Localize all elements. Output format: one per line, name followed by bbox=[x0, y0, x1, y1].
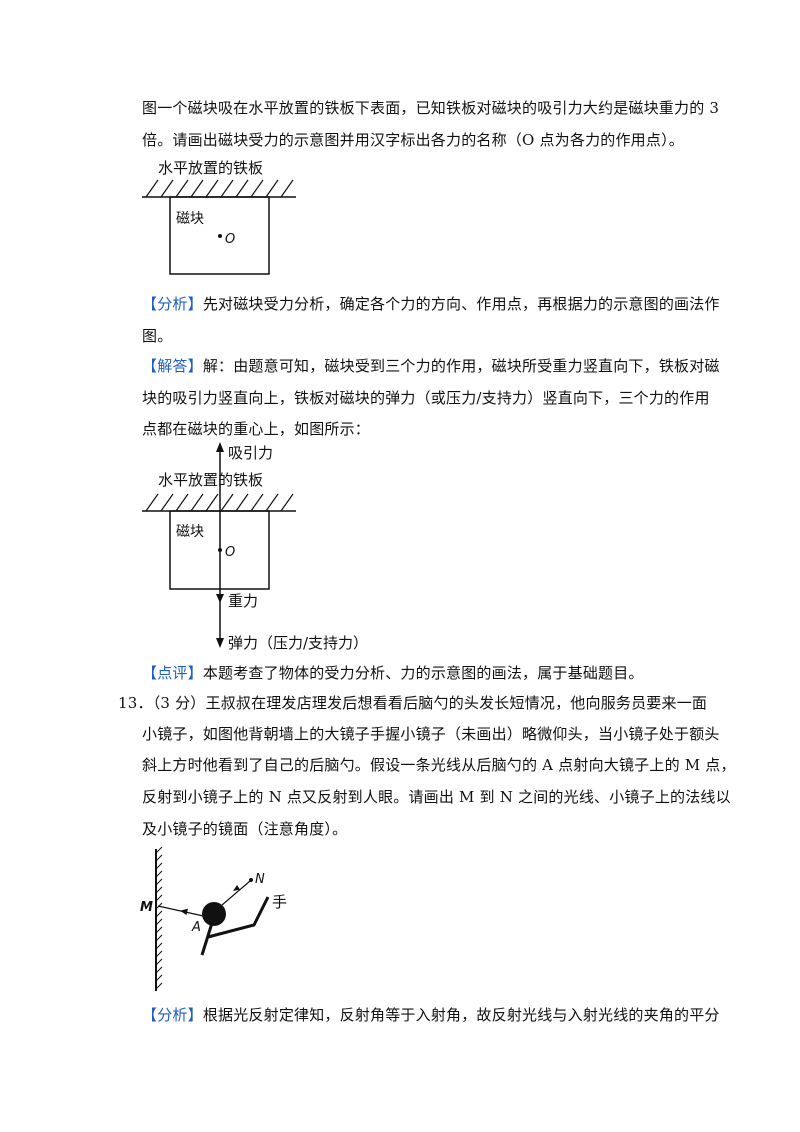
analysis-1-line-2: 图。 bbox=[142, 327, 173, 345]
analysis-2-text: 根据光反射定律知，反射角等于入射角，故反射光线与入射光线的夹角的平分 bbox=[202, 1006, 720, 1024]
ray-head-to-n bbox=[221, 880, 251, 906]
n-label: N bbox=[255, 872, 265, 887]
comment-tag: 【点评】 bbox=[142, 664, 203, 682]
block-label: 磁块 bbox=[176, 211, 204, 227]
body-arm bbox=[200, 896, 270, 956]
intro-line-1: 图一个磁块吸在水平放置的铁板下表面，已知铁板对磁块的吸引力大约是磁块重力的 3 bbox=[142, 99, 720, 117]
point-n bbox=[249, 878, 253, 882]
comment-line: 【点评】本题考查了物体的受力分析、力的示意图的画法，属于基础题目。 bbox=[142, 662, 644, 684]
plate-hatching bbox=[145, 179, 294, 198]
head bbox=[202, 902, 226, 926]
elastic-force-label: 弹力（压力/支持力） bbox=[228, 634, 368, 650]
magnet-block bbox=[169, 196, 270, 275]
analysis-1-text: 先对磁块受力分析，确定各个力的方向、作用点，再根据力的示意图的画法作 bbox=[202, 295, 720, 313]
answer-line-2: 块的吸引力竖直向上，铁板对磁块的弹力（或压力/支持力）竖直向下，三个力的作用 bbox=[142, 389, 710, 407]
answer-text: 解：由题意可知，磁块受到三个力的作用，磁块所受重力竖直向下，铁板对磁 bbox=[202, 357, 720, 375]
answer-line-3: 点都在磁块的重心上，如图所示： bbox=[142, 420, 371, 438]
intro-line-2: 倍。请画出磁块受力的示意图并用汉字标出各力的名称（O 点为各力的作用点）。 bbox=[142, 131, 684, 149]
comment-text: 本题考查了物体的受力分析、力的示意图的画法，属于基础题目。 bbox=[202, 664, 644, 682]
attract-arrowhead bbox=[216, 442, 224, 452]
analysis-1-line-1: 【分析】先对磁块受力分析，确定各个力的方向、作用点，再根据力的示意图的画法作 bbox=[142, 293, 720, 315]
gravity-label: 重力 bbox=[228, 592, 258, 610]
question-number: 13． bbox=[118, 694, 153, 712]
plate-label: 水平放置的铁板 bbox=[158, 159, 263, 177]
answer-line-1: 【解答】解：由题意可知，磁块受到三个力的作用，磁块所受重力竖直向下，铁板对磁 bbox=[142, 355, 720, 377]
attract-force-label: 吸引力 bbox=[228, 444, 273, 462]
question-13-line-3: 斜上方时他看到了自己的后脑勺。假设一条光线从后脑勺的 A 点射向大镜子上的 M … bbox=[142, 756, 736, 774]
ray-arrowhead-am bbox=[180, 908, 188, 915]
analysis-2-line: 【分析】根据光反射定律知，反射角等于入射角，故反射光线与入射光线的夹角的平分 bbox=[142, 1004, 720, 1026]
hand-label: 手 bbox=[272, 893, 287, 911]
point-o-2 bbox=[218, 548, 222, 552]
block-label-2: 磁块 bbox=[176, 524, 204, 540]
point-o-label: O bbox=[225, 232, 235, 247]
gravity-arrowhead bbox=[216, 594, 224, 603]
analysis-2-tag: 【分析】 bbox=[142, 1006, 203, 1024]
figure-mirror-diagram: M A N 手 bbox=[140, 846, 287, 991]
plate-hatching-2 bbox=[145, 493, 294, 512]
question-13-line-4: 反射到小镜子上的 N 点又反射到人眼。请画出 M 到 N 之间的光线、小镜子上的… bbox=[142, 788, 731, 806]
m-label: M bbox=[140, 900, 153, 915]
question-13-line-2: 小镜子，如图他背朝墙上的大镜子手握小镜子（未画出）略微仰头，当小镜子处于额头 bbox=[142, 725, 720, 743]
ray-arrowhead-n bbox=[233, 885, 240, 891]
a-label: A bbox=[191, 920, 201, 935]
plate-label-2: 水平放置的铁板 bbox=[158, 471, 263, 489]
figure-force-diagram: 吸引力 水平放置的铁板 磁块 O 重力 弹力（压力/支持力） bbox=[142, 442, 368, 650]
question-13-text: （3 分）王叔叔在理发店理发后想看看后脑勺的头发长短情况，他向服务员要来一面 bbox=[152, 694, 708, 712]
analysis-tag: 【分析】 bbox=[142, 295, 203, 313]
figure-magnet-on-plate: 水平放置的铁板 磁块 O bbox=[142, 159, 296, 275]
answer-tag: 【解答】 bbox=[142, 357, 203, 375]
point-o bbox=[218, 234, 222, 238]
elastic-arrowhead bbox=[216, 638, 224, 648]
mirror-hatching bbox=[155, 846, 163, 990]
question-13-line-1: 13．（3 分）王叔叔在理发店理发后想看看后脑勺的头发长短情况，他向服务员要来一… bbox=[118, 692, 707, 714]
point-o-label-2: O bbox=[225, 545, 235, 560]
question-13-line-5: 及小镜子的镜面（注意角度）。 bbox=[142, 820, 348, 838]
